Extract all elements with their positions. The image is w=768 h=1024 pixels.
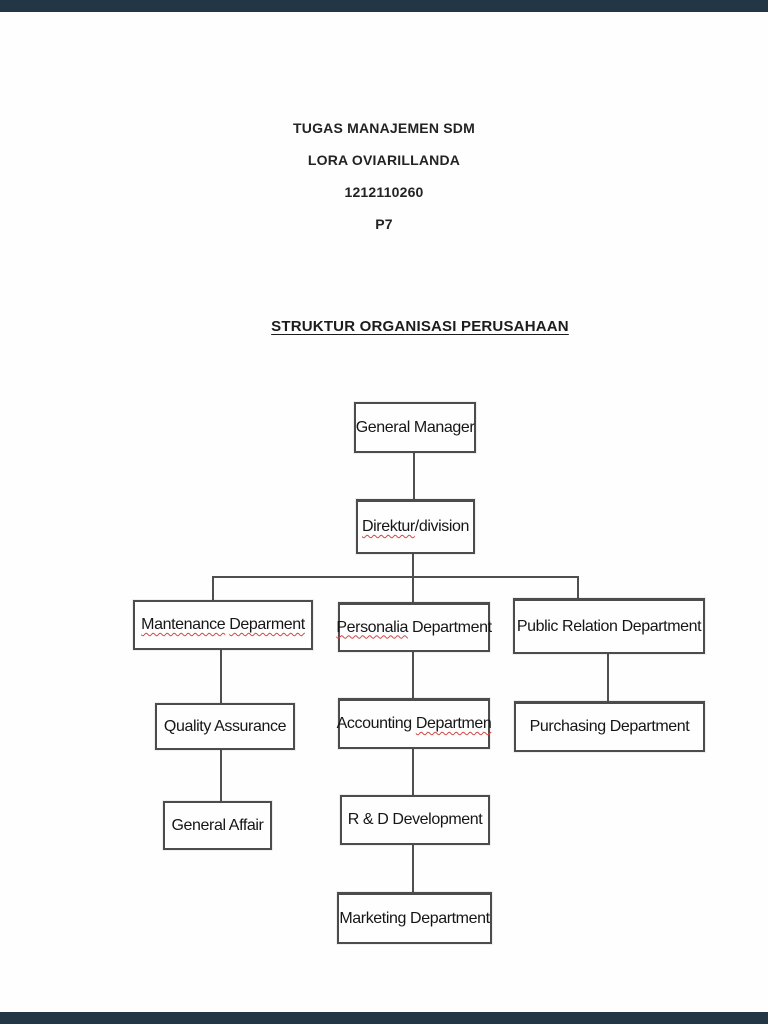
connector-line <box>220 650 222 703</box>
connector-line <box>412 652 414 698</box>
connector-line <box>412 554 414 577</box>
connector-line <box>212 576 579 578</box>
org-node-public-relation-department: Public Relation Department <box>513 598 705 654</box>
connector-line <box>607 654 609 701</box>
org-node-label: General Manager <box>355 418 475 436</box>
org-node-label-misspelled: Mantenance <box>141 616 226 633</box>
letterbox-top-bar <box>0 0 768 12</box>
header-line-student-id: 1212110260 <box>344 184 424 200</box>
org-node-label: Accounting <box>336 715 416 732</box>
org-node-r-d-development: R & D Development <box>340 795 490 845</box>
org-node-label: Department <box>407 618 492 636</box>
org-node-label: Marketing Department <box>339 909 490 927</box>
connector-line <box>413 453 415 499</box>
org-node-label: Public Relation Department <box>516 617 702 635</box>
document-header: TUGAS MANAJEMEN SDM LORA OVIARILLANDA 12… <box>0 112 768 240</box>
connector-line <box>412 749 414 795</box>
org-node-accounting-departmen: Accounting Departmen <box>336 698 492 749</box>
org-node-label: Quality Assurance <box>163 717 287 735</box>
org-node-marketing-department: Marketing Department <box>337 892 492 944</box>
org-node-mantenance-deparment: Mantenance Deparment <box>133 600 313 650</box>
org-node-label-misspelled: Direktur <box>361 518 415 535</box>
connector-line <box>577 576 579 598</box>
org-node-label: Purchasing Department <box>529 718 690 735</box>
org-node-general-manager: General Manager <box>354 402 476 453</box>
connector-line <box>412 845 414 892</box>
connector-line <box>212 576 214 600</box>
connector-line <box>412 576 414 602</box>
org-node-purchasing-department: Purchasing Department <box>514 701 705 752</box>
org-node-quality-assurance: Quality Assurance <box>155 703 295 750</box>
page-title: STRUKTUR ORGANISASI PERUSAHAAN <box>271 318 569 335</box>
connector-line <box>220 750 222 801</box>
header-line-class: P7 <box>375 216 393 232</box>
org-node-label: General Affair <box>171 816 264 834</box>
org-node-label-misspelled: Deparment <box>229 616 305 633</box>
org-node-label: /division <box>414 518 470 535</box>
letterbox-bottom-bar <box>0 1012 768 1024</box>
org-node-label: R & D Development <box>347 811 483 828</box>
org-node-personalia-department: Personalia Department <box>336 602 492 652</box>
org-node-label-misspelled: Departmen <box>415 715 492 732</box>
org-node-label-misspelled: Personalia <box>336 618 408 636</box>
org-node-general-affair: General Affair <box>163 801 272 850</box>
header-line-course: TUGAS MANAJEMEN SDM <box>293 120 475 136</box>
header-line-author: LORA OVIARILLANDA <box>307 152 461 168</box>
org-node-direktur-division: Direktur/division <box>356 499 475 554</box>
document-page: TUGAS MANAJEMEN SDM LORA OVIARILLANDA 12… <box>0 12 768 1012</box>
